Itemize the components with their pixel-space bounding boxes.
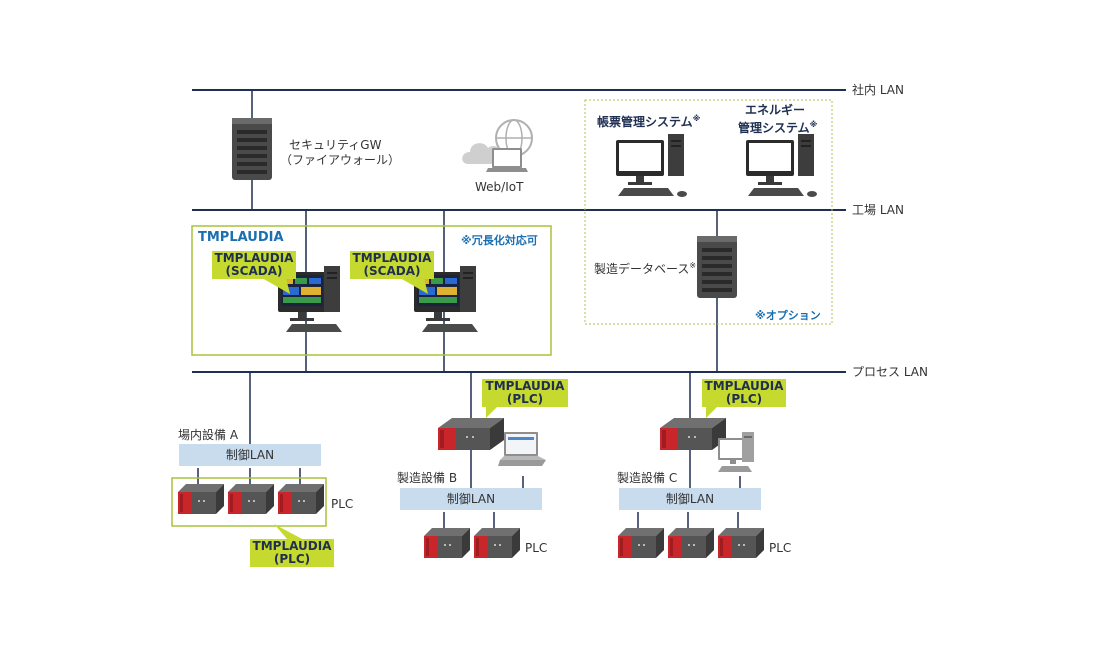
scada-tag-2: TMPLAUDIA (SCADA) bbox=[350, 251, 434, 279]
plc-tag-a-line2: (PLC) bbox=[273, 552, 311, 566]
plc-a-1-icon bbox=[178, 484, 224, 514]
plc-b-main-icon bbox=[438, 418, 504, 450]
energy-system-pc-icon bbox=[746, 134, 817, 197]
site-c-name: 製造設備 C bbox=[617, 471, 678, 485]
site-a-plc-label: PLC bbox=[331, 497, 354, 511]
scada-tag-1-line2: (SCADA) bbox=[225, 264, 283, 278]
plc-tag-c-line2: (PLC) bbox=[725, 392, 763, 406]
site-a-name: 場内設備 A bbox=[178, 428, 239, 442]
scada-tag-1: TMPLAUDIA (SCADA) bbox=[212, 251, 296, 279]
site-b-control-lan: 制御LAN bbox=[400, 488, 542, 510]
option-box bbox=[584, 99, 833, 325]
plc-b-2-icon bbox=[474, 528, 520, 558]
scada-box-title: TMPLAUDIA bbox=[198, 230, 284, 245]
plc-c-1-icon bbox=[618, 528, 664, 558]
laptop-b-icon bbox=[498, 432, 546, 466]
web-iot-label: Web/IoT bbox=[475, 180, 524, 194]
scada-box bbox=[191, 225, 552, 356]
plc-tag-c-line1: TMPLAUDIA bbox=[704, 379, 784, 393]
tag-pointers bbox=[262, 278, 720, 540]
site-c-plc-label: PLC bbox=[769, 541, 792, 555]
site-b-plc-label: PLC bbox=[525, 541, 548, 555]
energy-system-label-line2: 管理システム※ bbox=[738, 120, 818, 135]
web-iot-icon bbox=[462, 119, 533, 172]
option-note: ※オプション bbox=[755, 309, 821, 322]
security-gw-label-line1: セキュリティGW bbox=[289, 138, 382, 152]
factory-lan-label: 工場 LAN bbox=[852, 203, 904, 217]
plc-tag-a: TMPLAUDIA (PLC) bbox=[250, 539, 334, 567]
process-lan-label: プロセス LAN bbox=[852, 365, 928, 379]
plc-a-2-icon bbox=[228, 484, 274, 514]
plc-c-main-icon bbox=[660, 418, 726, 450]
plc-group-box-a bbox=[171, 477, 327, 527]
plc-tag-c: TMPLAUDIA (PLC) bbox=[702, 379, 786, 407]
scada-box-note: ※冗長化対応可 bbox=[461, 234, 538, 247]
plc-tag-b: TMPLAUDIA (PLC) bbox=[482, 379, 568, 407]
plc-a-3-icon bbox=[278, 484, 324, 514]
scada-tag-2-line1: TMPLAUDIA bbox=[352, 251, 432, 265]
scada-tag-1-line1: TMPLAUDIA bbox=[214, 251, 294, 265]
report-system-pc-icon bbox=[616, 134, 687, 197]
plc-tag-b-line2: (PLC) bbox=[506, 392, 544, 406]
plc-c-2-icon bbox=[668, 528, 714, 558]
scada-tag-2-line2: (SCADA) bbox=[363, 264, 421, 278]
corporate-lan-label: 社内 LAN bbox=[852, 83, 904, 97]
report-system-label: 帳票管理システム※ bbox=[597, 114, 701, 129]
plc-c-3-icon bbox=[718, 528, 764, 558]
site-a-control-lan: 制御LAN bbox=[179, 444, 321, 466]
lan-lines bbox=[192, 89, 846, 373]
plc-b-1-icon bbox=[424, 528, 470, 558]
database-label: 製造データベース※ bbox=[594, 261, 697, 276]
database-server-icon bbox=[697, 236, 737, 298]
site-b-name: 製造設備 B bbox=[397, 471, 458, 485]
plc-tag-a-line1: TMPLAUDIA bbox=[252, 539, 332, 553]
site-c-control-lan: 制御LAN bbox=[619, 488, 761, 510]
energy-system-label-line1: エネルギー bbox=[744, 103, 805, 117]
pc-c-icon bbox=[718, 432, 754, 472]
security-gw-label-line2: （ファイアウォール） bbox=[280, 153, 401, 167]
plc-tag-b-line1: TMPLAUDIA bbox=[485, 379, 565, 393]
security-gw-server-icon bbox=[232, 118, 272, 180]
